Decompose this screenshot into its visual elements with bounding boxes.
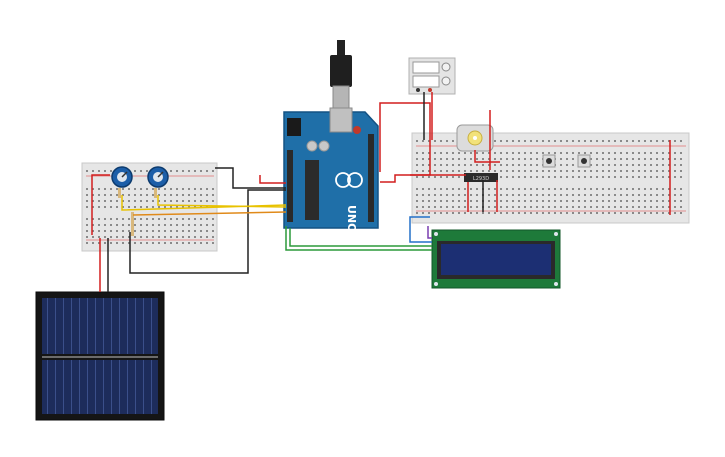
wire-red-10 [259,175,286,184]
resistor-left [118,188,157,236]
arduino-uno[interactable]: UNO [283,40,379,233]
motor-driver-chip: L293D [464,173,498,182]
wire-blue-1 [409,216,432,243]
potentiometer-2[interactable] [147,166,169,188]
wires [91,92,671,292]
power-supply[interactable] [408,57,456,95]
wire-green-2 [285,226,432,251]
wire-yellow-2 [157,195,287,208]
wire-red-12 [91,174,110,235]
lcd-display [431,229,561,289]
wire-green-1 [289,228,432,247]
pushbutton-2[interactable] [577,154,591,168]
pushbutton-1[interactable] [542,154,556,168]
solar-panel [35,291,165,421]
wire-black-1 [129,189,286,274]
potentiometer-1[interactable] [111,166,133,188]
arduino-logo-text: UNO [345,205,358,233]
dc-motor[interactable] [456,124,494,152]
wire-purple-1 [427,226,432,239]
wire-red-5 [474,150,500,163]
wire-black-2 [215,167,286,189]
breadboard-right [411,132,690,224]
wire-orange-1 [132,211,287,216]
motor-driver-label: L293D [473,176,489,182]
